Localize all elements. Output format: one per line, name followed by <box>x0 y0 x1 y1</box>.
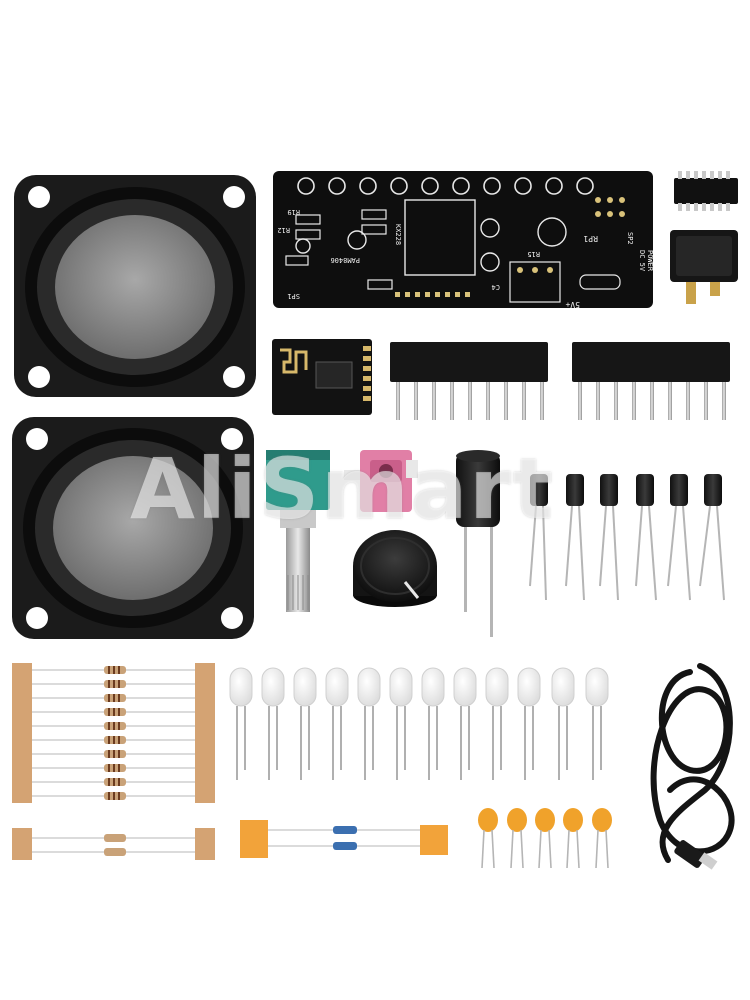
resistor-network-left <box>390 342 548 420</box>
pcb-label-rp1: RP1 <box>583 234 598 243</box>
ceramic-capacitors <box>478 808 612 869</box>
pcb-label-r12: R12 <box>277 226 290 234</box>
speaker-top <box>14 175 256 397</box>
pcb-label-kx228: KX228 <box>394 224 402 245</box>
electrolytic-capacitors-small <box>529 474 725 601</box>
pcb-label-power: POWER <box>646 250 654 272</box>
audio-jack <box>344 450 418 512</box>
potentiometer <box>266 450 330 612</box>
pcb-label-r19: R19 <box>287 208 300 216</box>
dc-jack <box>670 230 738 304</box>
pcb-label-pam8406: PAM8406 <box>330 256 360 264</box>
resistor-strip-large <box>12 663 215 803</box>
ic-chip <box>674 171 738 211</box>
usb-plug <box>674 840 718 870</box>
usb-cable <box>650 663 735 863</box>
electrolytic-capacitor-large <box>456 450 500 637</box>
resistor-strip-blue <box>240 820 448 858</box>
volume-knob <box>353 530 437 607</box>
bluetooth-module <box>272 339 372 415</box>
pcb-label-5v: 5V+ <box>565 300 580 309</box>
led-row <box>229 667 609 780</box>
main-pcb: SP2 RP1 DC 5V POWER 5V+ R15 C4 PAM8406 R… <box>273 171 654 309</box>
pcb-label-c4: C4 <box>492 283 500 291</box>
pcb-label-dc5v: DC 5V <box>638 250 646 272</box>
speaker-bottom <box>12 417 254 639</box>
pcb-label-sp1: SP1 <box>287 292 300 300</box>
pcb-label-sp2: SP2 <box>626 232 634 245</box>
pcb-label-r15: R15 <box>527 250 540 258</box>
resistor-network-right <box>572 342 730 420</box>
resistor-strip-small <box>12 828 215 860</box>
